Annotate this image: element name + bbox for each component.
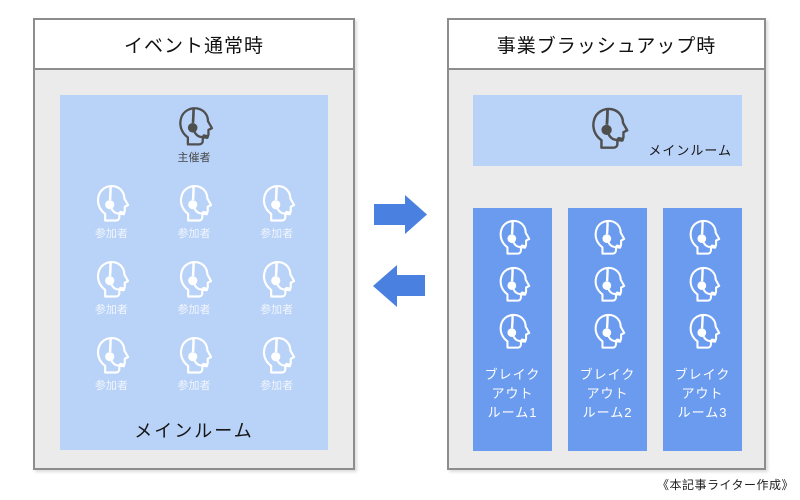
breakout-room-2-label: ブレイク アウト ルーム2 bbox=[580, 365, 636, 422]
breakout-label-line: ブレイク bbox=[579, 367, 636, 382]
participant-figure: 参加者 bbox=[235, 333, 318, 393]
credit-caption: 《本記事ライター作成》 bbox=[656, 478, 794, 492]
panel-event-normal: イベント通常時 主催者 参加者 参加者 bbox=[33, 18, 355, 470]
left-panel-title: イベント通常時 bbox=[35, 20, 353, 70]
participant-label: 参加者 bbox=[260, 228, 294, 240]
breakout-room-1-label: ブレイク アウト ルーム1 bbox=[485, 365, 541, 422]
breakout-room-3-label: ブレイク アウト ルーム3 bbox=[675, 365, 731, 422]
right-main-room-label: メインルーム bbox=[648, 143, 732, 158]
headset-person-icon bbox=[585, 104, 630, 152]
arrow-right-icon bbox=[374, 195, 427, 234]
participant-label: 参加者 bbox=[260, 304, 294, 316]
host-label: 主催者 bbox=[177, 152, 211, 164]
participant-figure: 参加者 bbox=[153, 333, 236, 393]
participant-label: 参加者 bbox=[177, 304, 211, 316]
participant-figure: 参加者 bbox=[70, 257, 153, 317]
headset-person-icon bbox=[257, 333, 297, 377]
headset-person-icon bbox=[494, 216, 532, 258]
breakout-room-3: ブレイク アウト ルーム3 bbox=[663, 208, 742, 451]
headset-person-icon bbox=[684, 310, 722, 352]
breakout-label-line: ブレイク bbox=[484, 367, 541, 382]
headset-person-icon bbox=[589, 310, 627, 352]
participant-label: 参加者 bbox=[94, 304, 128, 316]
participant-figure: 参加者 bbox=[235, 257, 318, 317]
right-main-room-box: メインルーム bbox=[473, 95, 742, 166]
host-figure: 主催者 bbox=[60, 104, 328, 165]
headset-person-icon bbox=[589, 263, 627, 305]
left-main-room-box: 主催者 参加者 参加者 参加者 bbox=[60, 95, 328, 450]
breakout-room-1: ブレイク アウト ルーム1 bbox=[473, 208, 552, 451]
participants-grid: 参加者 参加者 参加者 参加者 bbox=[70, 181, 318, 393]
breakout-label-line: ブレイク bbox=[674, 367, 731, 382]
breakout-label-line: アウト bbox=[586, 386, 629, 401]
panel-business-brushup: 事業ブラッシュアップ時 メインルーム ブレイク アウト ルーム1 bbox=[447, 18, 766, 470]
participant-label: 参加者 bbox=[177, 228, 211, 240]
headset-person-icon bbox=[174, 333, 214, 377]
headset-person-icon bbox=[91, 333, 131, 377]
headset-person-icon bbox=[684, 263, 722, 305]
left-main-room-label: メインルーム bbox=[134, 421, 254, 441]
headset-person-icon bbox=[91, 181, 131, 225]
headset-person-icon bbox=[173, 104, 215, 148]
participant-label: 参加者 bbox=[94, 380, 128, 392]
participant-label: 参加者 bbox=[177, 380, 211, 392]
participant-label: 参加者 bbox=[94, 228, 128, 240]
headset-person-icon bbox=[91, 257, 131, 301]
right-panel-body: メインルーム ブレイク アウト ルーム1 ブレイク アウト bbox=[449, 70, 764, 468]
headset-person-icon bbox=[174, 257, 214, 301]
headset-person-icon bbox=[494, 263, 532, 305]
right-panel-title: 事業ブラッシュアップ時 bbox=[449, 20, 764, 70]
headset-person-icon bbox=[589, 216, 627, 258]
breakout-label-line: アウト bbox=[681, 386, 724, 401]
left-panel-body: 主催者 参加者 参加者 参加者 bbox=[35, 70, 353, 468]
breakout-label-line: ルーム1 bbox=[487, 405, 538, 420]
headset-person-icon bbox=[494, 310, 532, 352]
participant-figure: 参加者 bbox=[70, 181, 153, 241]
direction-arrows bbox=[373, 195, 427, 307]
headset-person-icon bbox=[174, 181, 214, 225]
arrow-left-icon bbox=[373, 265, 425, 307]
breakout-label-line: ルーム2 bbox=[582, 405, 633, 420]
headset-person-icon bbox=[257, 257, 297, 301]
participant-figure: 参加者 bbox=[153, 181, 236, 241]
breakout-label-line: ルーム3 bbox=[677, 405, 728, 420]
headset-person-icon bbox=[684, 216, 722, 258]
breakout-label-line: アウト bbox=[491, 386, 534, 401]
breakout-room-2: ブレイク アウト ルーム2 bbox=[568, 208, 647, 451]
participant-figure: 参加者 bbox=[235, 181, 318, 241]
participant-figure: 参加者 bbox=[70, 333, 153, 393]
participant-figure: 参加者 bbox=[153, 257, 236, 317]
participant-label: 参加者 bbox=[260, 380, 294, 392]
headset-person-icon bbox=[257, 181, 297, 225]
